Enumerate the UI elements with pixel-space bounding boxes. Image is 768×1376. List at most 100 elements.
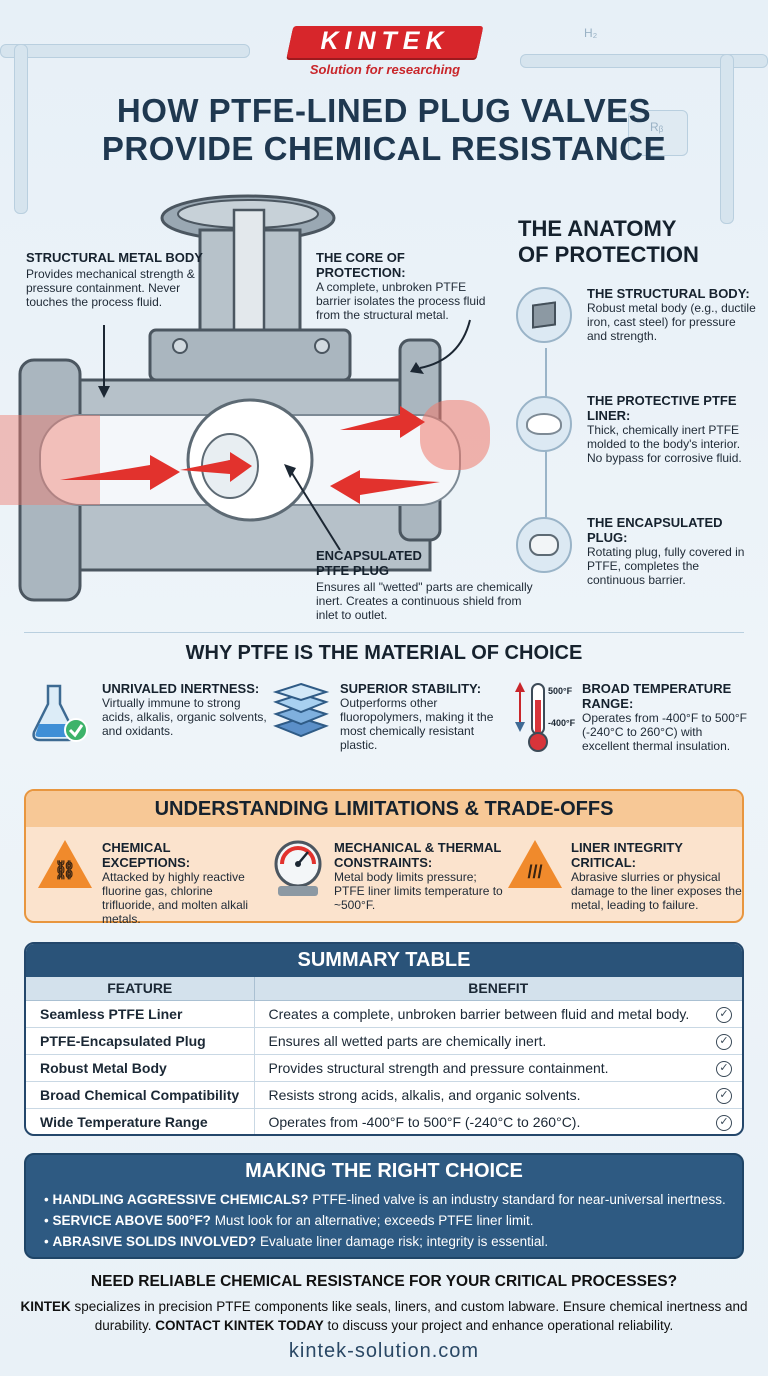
row-benefit: Creates a complete, unbroken barrier bet… [254,999,706,1027]
choice-item: • HANDLING AGGRESSIVE CHEMICALS? PTFE-li… [44,1192,726,1207]
limitation-item: MECHANICAL & THERMAL CONSTRAINTS: Metal … [334,840,506,912]
choice-item-text: Must look for an alternative; exceeds PT… [210,1213,534,1228]
choice-title: MAKING THE RIGHT CHOICE [245,1160,523,1182]
table-row: Seamless PTFE Liner Creates a complete, … [26,999,742,1027]
limitation-item-text: Attacked by highly reactive fluorine gas… [102,870,249,926]
row-feature: PTFE-Encapsulated Plug [26,1026,255,1054]
decor-pipe [628,110,688,156]
decor-label: Rᵦ [650,120,664,134]
limitation-item-title: LINER INTEGRITY CRITICAL: [571,840,683,870]
cta-text-2: to discuss your project and enhance oper… [323,1318,674,1333]
anatomy-item: THE STRUCTURAL BODY: Robust metal body (… [587,286,757,343]
website-link[interactable]: kintek-solution.com [288,1340,480,1362]
anatomy-item-text: Rotating plug, fully covered in PTFE, co… [587,545,745,587]
anatomy-item-title: THE STRUCTURAL BODY: [587,286,750,301]
why-item-title: BROAD TEMPERATURE RANGE: [582,681,732,711]
row-feature: Robust Metal Body [26,1053,255,1081]
broken-link-glyph-icon: ⛓ [53,860,77,880]
limitation-item: LINER INTEGRITY CRITICAL: Abrasive slurr… [571,840,743,912]
limitation-item: CHEMICAL EXCEPTIONS: Attacked by highly … [102,840,262,926]
anatomy-item-title: THE ENCAPSULATED PLUG: [587,515,723,545]
warning-liner-icon [508,840,562,888]
decor-pipe [14,44,28,214]
check-circle-icon: ✓ [716,1007,732,1023]
limitation-item-title: CHEMICAL EXCEPTIONS: [102,840,191,870]
cta-title: NEED RELIABLE CHEMICAL RESISTANCE FOR YO… [90,1273,678,1290]
cta-text-1: specializes in precision PTFE components… [70,1299,748,1333]
anatomy-title-line2: OF PROTECTION [518,242,699,267]
brand-logo-text: KINTEK [320,27,450,55]
page-title-line1: HOW PTFE-LINED PLUG VALVES [116,92,652,129]
ptfe-liner-icon [516,396,572,452]
flask-check-icon [32,684,88,742]
why-item-text: Operates from -400°F to 500°F (-240°C to… [582,711,747,753]
summary-table: SUMMARY TABLE FEATURE BENEFIT Seamless P… [24,942,744,1136]
anatomy-title: THE ANATOMY OF PROTECTION [518,216,699,268]
label-text: Provides mechanical strength & pressure … [26,267,195,309]
anatomy-item: THE PROTECTIVE PTFE LINER: Thick, chemic… [587,393,757,465]
choice-panel [24,1153,744,1259]
section-divider [24,632,744,633]
table-row: Broad Chemical Compatibility Resists str… [26,1080,742,1108]
why-item-text: Outperforms other fluoropolymers, making… [340,696,494,752]
layers-stack-icon [272,682,330,738]
choice-item: • SERVICE ABOVE 500°F? Must look for an … [44,1213,534,1228]
thermo-high-label: 500°F [548,686,573,696]
pressure-gauge-icon [274,840,322,896]
thermometer-icon [515,682,548,752]
thermo-low-label: -400°F [548,718,576,728]
col-header-feature: FEATURE [26,977,255,1001]
label-title: THE CORE OF PROTECTION: [316,250,406,280]
decor-pipe [720,54,734,224]
label-encapsulated-plug: ENCAPSULATED PTFE PLUG Ensures all "wett… [316,548,536,622]
plug-cylinder-icon [516,517,572,573]
label-structural-body: STRUCTURAL METAL BODY Provides mechanica… [26,250,206,309]
row-feature: Broad Chemical Compatibility [26,1080,255,1108]
label-title: STRUCTURAL METAL BODY [26,250,203,265]
choice-item-text: Evaluate liner damage risk; integrity is… [256,1234,549,1249]
label-title: ENCAPSULATED PTFE PLUG [316,548,422,578]
why-item-title: UNRIVALED INERTNESS: [102,681,260,696]
cta-contact-link[interactable]: CONTACT KINTEK TODAY [155,1318,324,1333]
metal-block-icon [516,287,572,343]
why-item: BROAD TEMPERATURE RANGE: Operates from -… [582,681,752,753]
label-core-protection: THE CORE OF PROTECTION: A complete, unbr… [316,250,488,322]
row-benefit: Resists strong acids, alkalis, and organ… [254,1080,706,1108]
summary-grid: FEATURE BENEFIT Seamless PTFE Liner Crea… [26,977,742,1134]
why-item: UNRIVALED INERTNESS: Virtually immune to… [102,681,272,738]
col-header-benefit: BENEFIT [254,977,742,1001]
check-circle-icon: ✓ [716,1088,732,1104]
anatomy-title-line1: THE ANATOMY [518,216,677,241]
row-benefit: Operates from -400°F to 500°F (-240°C to… [254,1107,706,1134]
page-title-line2: PROVIDE CHEMICAL RESISTANCE [101,130,667,167]
brand-tagline: Solution for researching [309,62,461,77]
label-text: A complete, unbroken PTFE barrier isolat… [316,280,486,322]
choice-item-text: PTFE-lined valve is an industry standard… [308,1192,726,1207]
row-benefit: Provides structural strength and pressur… [254,1053,706,1081]
decor-label: H₂ [584,26,598,40]
decor-pipe [0,44,250,58]
check-circle-icon: ✓ [716,1061,732,1077]
label-text: Ensures all "wetted" parts are chemicall… [316,580,533,622]
anatomy-item-text: Robust metal body (e.g., ductile iron, c… [587,301,756,343]
scratch-glyph-icon: /// [527,862,543,882]
check-circle-icon: ✓ [716,1034,732,1050]
row-feature: Seamless PTFE Liner [26,999,255,1027]
warning-chemical-icon [38,840,92,888]
table-row: Robust Metal Body Provides structural st… [26,1053,742,1081]
row-benefit: Ensures all wetted parts are chemically … [254,1026,706,1054]
row-feature: Wide Temperature Range [26,1107,255,1134]
choice-item-bold: ABRASIVE SOLIDS INVOLVED? [52,1234,257,1249]
limitation-item-title: MECHANICAL & THERMAL CONSTRAINTS: [334,840,502,870]
why-item-text: Virtually immune to strong acids, alkali… [102,696,267,738]
valve-cutaway-illustration [0,194,490,602]
choice-item: • ABRASIVE SOLIDS INVOLVED? Evaluate lin… [44,1234,549,1249]
anatomy-item: THE ENCAPSULATED PLUG: Rotating plug, fu… [587,515,757,587]
limitation-item-text: Abrasive slurries or physical damage to … [571,870,742,912]
choice-item-bold: SERVICE ABOVE 500°F? [52,1213,211,1228]
limitation-item-text: Metal body limits pressure; PTFE liner l… [334,870,503,912]
why-item-title: SUPERIOR STABILITY: [340,681,482,696]
cta-body: KINTEK specializes in precision PTFE com… [20,1297,748,1335]
choice-item-bold: HANDLING AGGRESSIVE CHEMICALS? [52,1192,309,1207]
why-item: SUPERIOR STABILITY: Outperforms other fl… [340,681,505,752]
